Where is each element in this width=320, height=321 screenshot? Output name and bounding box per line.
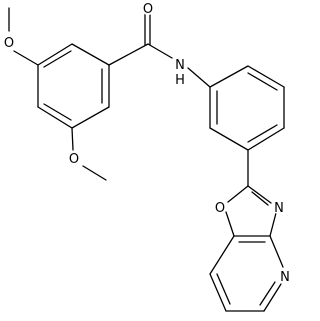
bonds bbox=[8, 7, 285, 312]
bond-c2-n-inner bbox=[251, 191, 269, 206]
bond-ring2-d bbox=[247, 127, 285, 151]
bond-n-ring2 bbox=[187, 67, 211, 88]
methoxy-top-oxygen-label: O bbox=[4, 36, 14, 51]
bond-ring2-b-inner bbox=[247, 72, 278, 91]
bond-ring1-e bbox=[71, 106, 110, 129]
bond-npyr-c5-inner bbox=[259, 281, 276, 306]
bond-c7-c7a bbox=[209, 235, 235, 275]
pyridine-nitrogen-label: N bbox=[280, 270, 290, 285]
bond-methoxy-bottom-ch3 bbox=[82, 165, 107, 181]
bond-ring2-e bbox=[209, 127, 249, 151]
amide-hydrogen-label: H bbox=[175, 73, 185, 88]
oxazole-nitrogen-label: N bbox=[274, 201, 284, 216]
bond-ring2-b bbox=[247, 65, 285, 88]
bond-c2-o bbox=[227, 185, 249, 203]
bond-ring1-a bbox=[71, 43, 110, 66]
bond-n-c3a bbox=[269, 212, 277, 237]
amide-nitrogen-label: N bbox=[175, 58, 185, 73]
bond-ring1-b bbox=[37, 43, 73, 66]
bond-ring1-b-inner bbox=[43, 50, 72, 68]
bond-o-c7a bbox=[225, 211, 235, 237]
molecule-structure-drawing: O N H O O O N N bbox=[2, 1, 292, 312]
oxazole-oxygen-label: O bbox=[215, 201, 225, 216]
bond-npyr-c5 bbox=[263, 283, 282, 312]
bond-ring1-d-inner bbox=[43, 103, 72, 121]
bond-ring2-d-inner bbox=[247, 124, 278, 143]
bond-c3a-npyr bbox=[269, 235, 284, 268]
bond-ring1-o-methoxy-bottom bbox=[71, 127, 74, 151]
methoxy-bottom-oxygen-label: O bbox=[69, 152, 79, 167]
bond-ring2-a bbox=[209, 65, 249, 88]
bond-carbonyl-ring1 bbox=[108, 43, 149, 66]
bond-ring1-d bbox=[37, 106, 73, 129]
bond-amide-c-n bbox=[147, 43, 173, 59]
carbonyl-oxygen-label: O bbox=[143, 2, 153, 17]
bond-ring1-o-methoxy-top bbox=[13, 50, 39, 66]
bond-c2-n bbox=[247, 185, 272, 204]
bond-c6-c7-inner bbox=[216, 273, 231, 305]
bond-c6-c7 bbox=[209, 273, 227, 312]
atom-labels: O N H O O O N N bbox=[2, 1, 292, 285]
